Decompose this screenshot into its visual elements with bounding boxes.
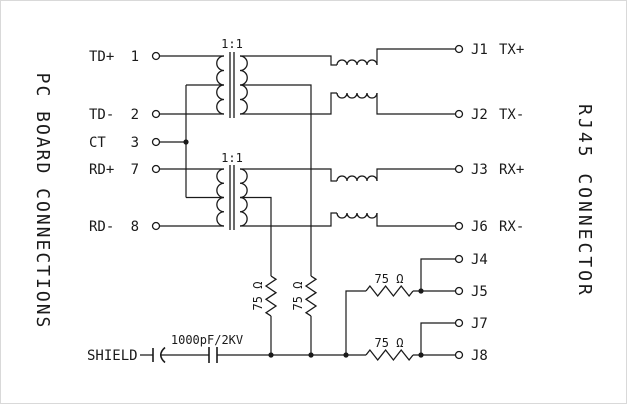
- transformer-2: 1:1: [216, 151, 248, 230]
- right-pin-number: J4: [471, 252, 488, 268]
- right-pin-row-j3: J3 RX+: [454, 162, 524, 178]
- terminal-ct: [151, 137, 161, 147]
- resistor-1: 75 Ω: [251, 275, 278, 317]
- left-pin-label: TD+: [89, 49, 114, 65]
- common-mode-choke-1: [336, 59, 378, 99]
- right-pin-number: J2: [471, 107, 488, 123]
- wires-termination: [240, 84, 456, 356]
- transformer-2-primary-winding: [216, 168, 225, 227]
- right-pin-label: RX+: [499, 162, 524, 178]
- transformer-2-core: [229, 165, 235, 230]
- resistor-3: 75 Ω: [365, 272, 414, 298]
- right-pin-number: J1: [471, 42, 488, 58]
- right-pin-number: J6: [471, 219, 488, 235]
- terminal-j6: [454, 221, 464, 231]
- resistor-2-body: [304, 275, 318, 317]
- right-pin-label: RX-: [499, 219, 524, 235]
- capacitor-value: 1000pF/2KV: [171, 333, 243, 347]
- choke-2-top-winding: [336, 175, 378, 182]
- terminal-rd-plus: [151, 164, 161, 174]
- left-pin-number: 2: [131, 107, 139, 123]
- terminal-j5: [454, 286, 464, 296]
- terminal-rd-minus: [151, 221, 161, 231]
- terminal-j2: [454, 109, 464, 119]
- capacitor-plate-curved: [159, 346, 166, 364]
- capacitor-2-plates: [208, 347, 218, 363]
- resistor-2-value: 75 Ω: [291, 282, 305, 311]
- left-pin-number: 7: [131, 162, 139, 178]
- right-pin-row-j8: J8: [454, 348, 488, 364]
- wires-rx-pair: [240, 168, 456, 227]
- junction-dot-r2-bus: [308, 352, 314, 358]
- transformer-1-primary-winding: [216, 55, 225, 115]
- junction-dot-ct: [183, 139, 189, 145]
- left-pin-number: 3: [131, 135, 139, 151]
- resistor-4-value: 75 Ω: [375, 336, 404, 350]
- wires-primary-side: [159, 55, 224, 227]
- transformer-1-core: [229, 52, 235, 118]
- left-pin-number: 8: [131, 219, 139, 235]
- right-pin-number: J7: [471, 316, 488, 332]
- transformer-1: 1:1: [216, 37, 248, 118]
- terminal-td-minus: [151, 109, 161, 119]
- left-pin-label: RD+: [89, 162, 114, 178]
- resistor-1-body: [264, 275, 278, 317]
- left-pin-row-rd-minus: RD- 8: [89, 219, 161, 235]
- right-pin-number: J3: [471, 162, 488, 178]
- terminal-j8: [454, 350, 464, 360]
- junction-dot-j7-j8: [418, 352, 424, 358]
- common-mode-choke-2: [336, 175, 378, 219]
- shield-label: SHIELD: [87, 348, 138, 364]
- terminal-j3: [454, 164, 464, 174]
- shield-coupling-capacitor: 1000pF/2KV: [152, 333, 243, 364]
- resistor-3-body: [365, 284, 414, 298]
- left-pin-label: RD-: [89, 219, 114, 235]
- right-pin-label: TX-: [499, 107, 524, 123]
- resistor-4-body: [365, 348, 414, 362]
- terminal-j7: [454, 318, 464, 328]
- junction-dot-r3-bus: [343, 352, 349, 358]
- resistor-3-value: 75 Ω: [375, 272, 404, 286]
- right-pin-number: J5: [471, 284, 488, 300]
- left-pin-row-ct: CT 3: [89, 135, 161, 151]
- left-pin-label: TD-: [89, 107, 114, 123]
- wires-tx-pair: [240, 48, 456, 115]
- junction-dot-r1-bus: [268, 352, 274, 358]
- right-pin-row-j1: J1 TX+: [454, 42, 524, 58]
- right-pin-row-j6: J6 RX-: [454, 219, 524, 235]
- choke-1-top-winding: [336, 59, 378, 66]
- left-title: PC BOARD CONNECTIONS: [32, 73, 53, 330]
- resistor-2: 75 Ω: [291, 275, 318, 317]
- terminal-td-plus: [151, 51, 161, 61]
- right-title: RJ45 CONNECTOR: [574, 104, 595, 298]
- choke-2-bottom-winding: [336, 212, 378, 219]
- left-pin-label: CT: [89, 135, 106, 151]
- right-pin-row-j5: J5: [454, 284, 488, 300]
- left-pin-row-rd-plus: RD+ 7: [89, 162, 161, 178]
- terminal-j4: [454, 254, 464, 264]
- right-pin-row-j7: J7: [454, 316, 488, 332]
- left-pin-number: 1: [131, 49, 139, 65]
- choke-1-bottom-winding: [336, 92, 378, 99]
- resistor-4: 75 Ω: [365, 336, 414, 362]
- junction-dot-j4-j5: [418, 288, 424, 294]
- right-pin-row-j2: J2 TX-: [454, 107, 524, 123]
- left-pin-row-td-plus: TD+ 1: [89, 49, 161, 65]
- right-pin-row-j4: J4: [454, 252, 488, 268]
- right-pin-number: J8: [471, 348, 488, 364]
- left-pin-row-td-minus: TD- 2: [89, 107, 161, 123]
- terminal-j1: [454, 44, 464, 54]
- transformer-1-ratio-label: 1:1: [221, 37, 243, 51]
- junction-dots: [183, 139, 424, 358]
- resistor-1-value: 75 Ω: [251, 282, 265, 311]
- right-pin-label: TX+: [499, 42, 524, 58]
- transformer-2-ratio-label: 1:1: [221, 151, 243, 165]
